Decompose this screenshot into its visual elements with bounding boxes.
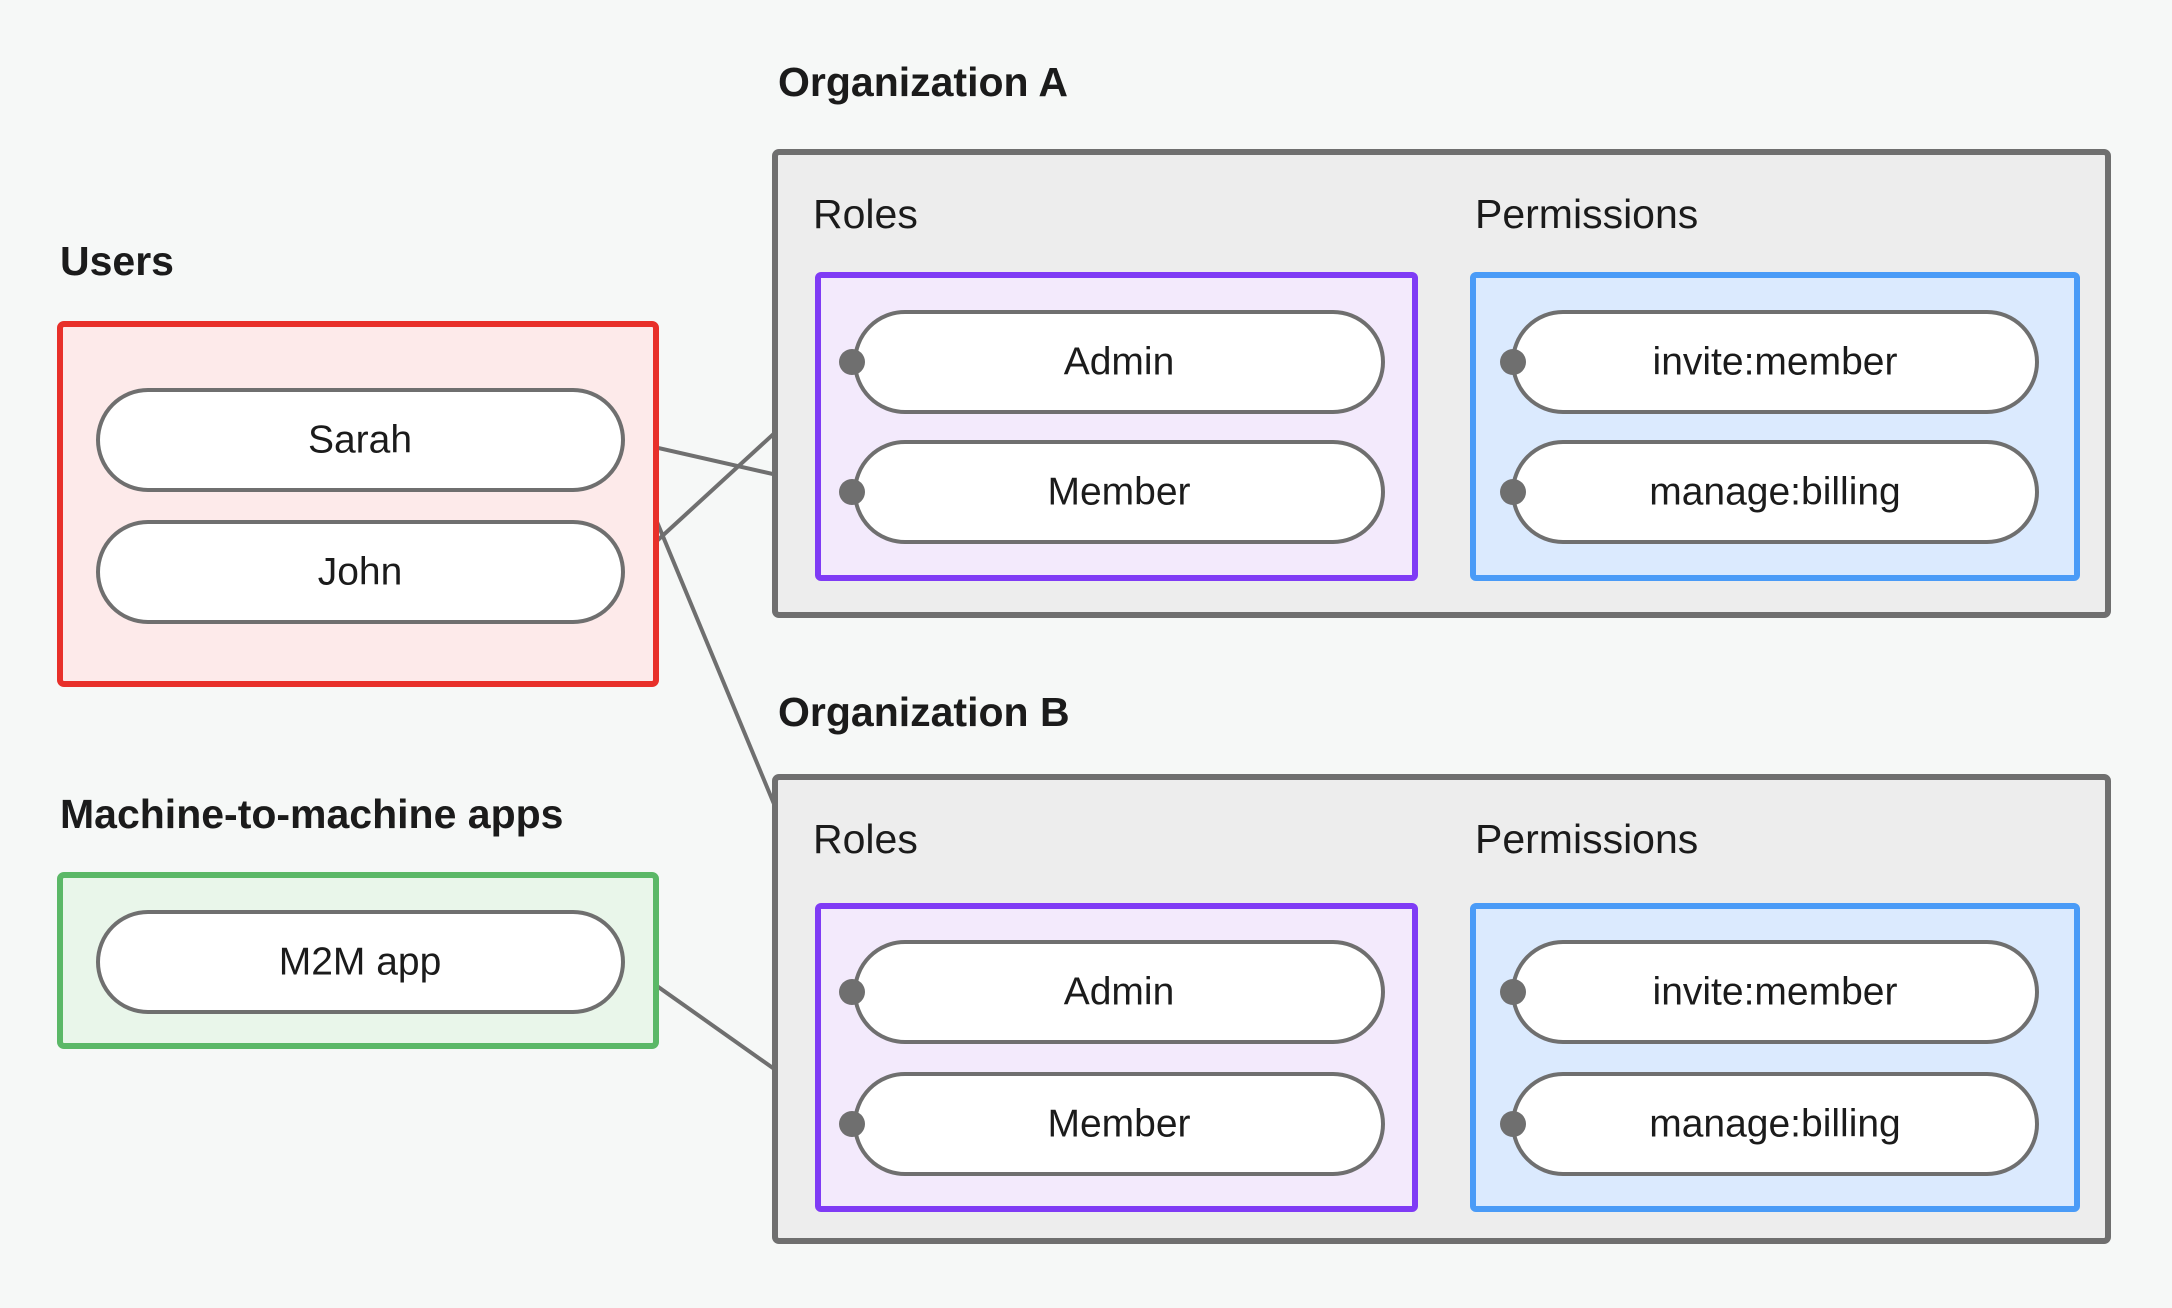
users-group-title: Users xyxy=(60,238,174,284)
organization-b-title: Organization B xyxy=(778,689,1070,735)
node-orgb-perm-manage-billing[interactable]: manage:billing xyxy=(1511,1072,2039,1176)
node-orga-role-member[interactable]: Member xyxy=(853,440,1385,544)
organization-b: Organization B Roles Permissions Admin M… xyxy=(772,689,2111,1244)
node-orga-perm-invite-member[interactable]: invite:member xyxy=(1511,310,2039,414)
users-container xyxy=(57,321,659,687)
m2m-group-title: Machine-to-machine apps xyxy=(60,791,563,837)
users-group: Users Sarah John xyxy=(57,238,659,687)
connector-dot-orga-billing-in xyxy=(1500,479,1526,505)
organization-a-title: Organization A xyxy=(778,59,1068,105)
node-orgb-role-admin[interactable]: Admin xyxy=(853,940,1385,1044)
organization-a-permissions-title: Permissions xyxy=(1475,191,1698,237)
node-orga-perm-manage-billing[interactable]: manage:billing xyxy=(1511,440,2039,544)
connector-dot-orgb-billing-in xyxy=(1500,1111,1526,1137)
organization-a-roles-title: Roles xyxy=(813,191,918,237)
organization-b-permissions-title: Permissions xyxy=(1475,816,1698,862)
node-m2m-app-pill[interactable] xyxy=(96,910,625,1014)
node-orga-role-admin-label: Admin xyxy=(1064,340,1175,383)
node-orgb-perm-invite-member-label: invite:member xyxy=(1653,970,1898,1013)
connector-dot-orga-member-in xyxy=(839,479,865,505)
node-m2m-app-label: M2M app xyxy=(279,940,442,983)
node-orgb-role-member-label: Member xyxy=(1047,1102,1190,1145)
node-m2m-app[interactable]: M2M app xyxy=(96,910,625,1014)
node-john[interactable]: John xyxy=(96,520,625,624)
node-john-label: John xyxy=(318,550,403,593)
organization-b-roles-title: Roles xyxy=(813,816,918,862)
node-orga-role-member-label: Member xyxy=(1047,470,1190,513)
node-john-pill[interactable] xyxy=(96,520,625,624)
node-orgb-role-admin-label: Admin xyxy=(1064,970,1175,1013)
node-orga-role-admin[interactable]: Admin xyxy=(853,310,1385,414)
node-orgb-perm-invite-member[interactable]: invite:member xyxy=(1511,940,2039,1044)
connector-dot-orga-invite-in xyxy=(1500,349,1526,375)
node-sarah-label: Sarah xyxy=(308,418,412,461)
connector-dot-layer xyxy=(839,349,1526,1137)
node-sarah[interactable]: Sarah xyxy=(96,388,625,492)
node-orga-perm-manage-billing-label: manage:billing xyxy=(1649,470,1901,513)
connector-dot-orgb-member-in xyxy=(839,1111,865,1137)
node-orga-perm-invite-member-label: invite:member xyxy=(1653,340,1898,383)
connector-dot-orgb-admin-in xyxy=(839,979,865,1005)
organization-a: Organization A Roles Permissions Admin M… xyxy=(772,59,2111,618)
node-orgb-perm-manage-billing-label: manage:billing xyxy=(1649,1102,1901,1145)
m2m-group: Machine-to-machine apps M2M app xyxy=(57,791,659,1049)
connector-dot-orga-admin-in xyxy=(839,349,865,375)
node-orgb-role-member[interactable]: Member xyxy=(853,1072,1385,1176)
connector-dot-orgb-invite-in xyxy=(1500,979,1526,1005)
node-sarah-pill[interactable] xyxy=(96,388,625,492)
